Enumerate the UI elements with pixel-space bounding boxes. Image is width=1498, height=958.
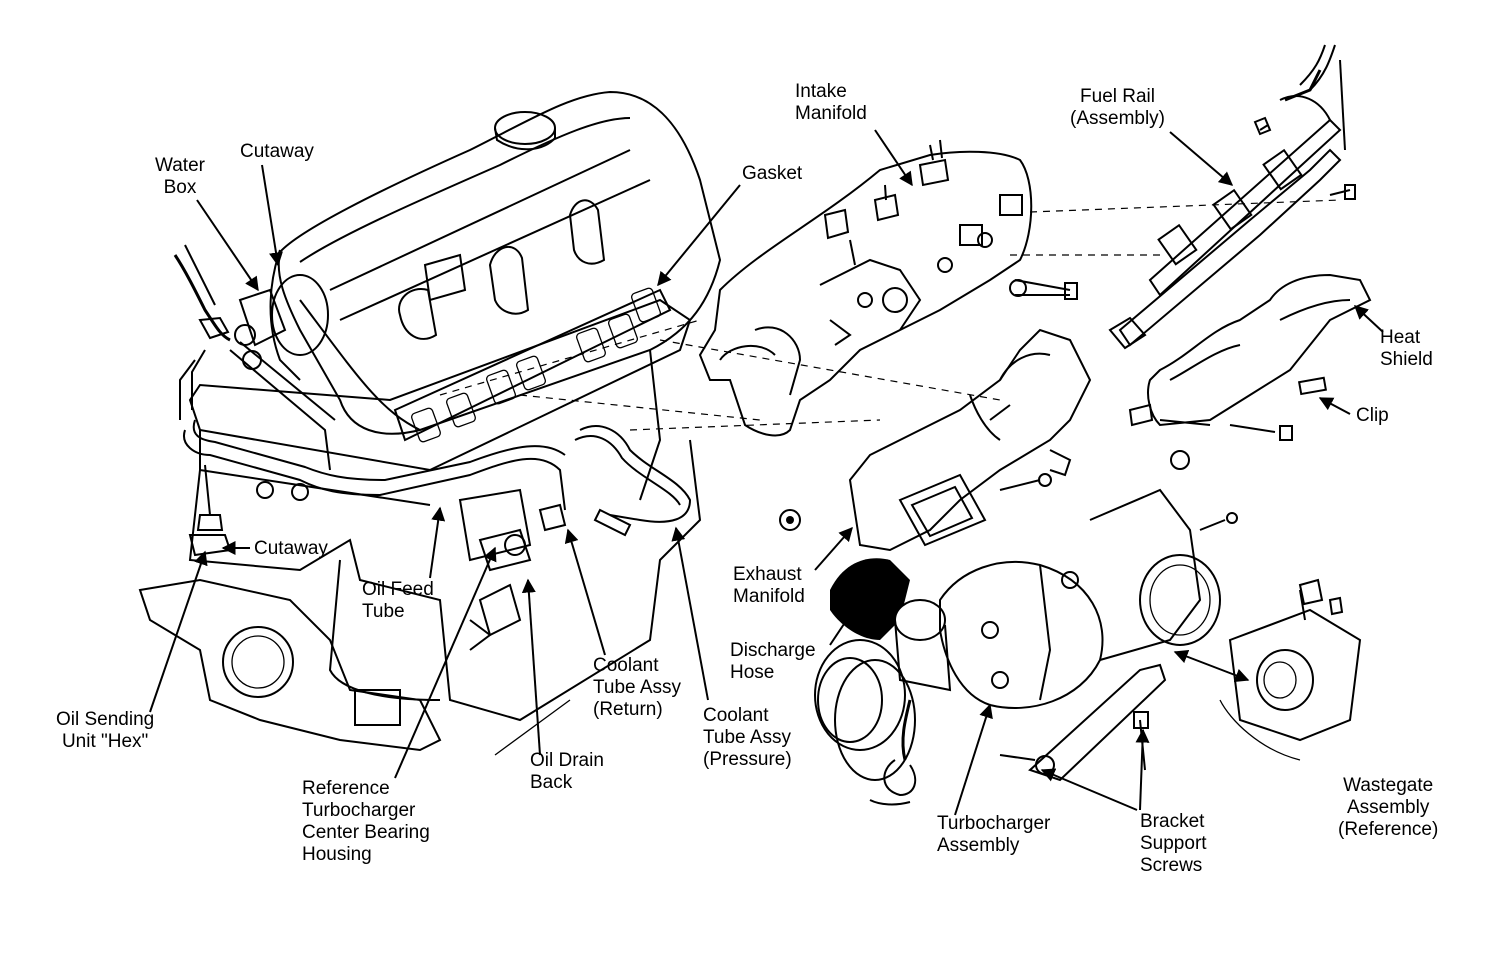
engine-block [138,90,1001,752]
turbocharger-assembly [814,473,1238,806]
label-fuel-rail: Fuel Rail(Assembly) [1070,86,1166,129]
label-cutaway-top: Cutaway [240,141,314,162]
leader-lines [149,129,1384,816]
heat-shield [1128,273,1372,441]
intake-manifold [698,139,1341,437]
fuel-rail-assembly [1108,44,1356,350]
label-gasket: Gasket [742,163,803,184]
wastegate-assembly [1219,578,1362,761]
label-cutaway-lower: Cutaway [254,538,328,559]
exhaust-manifold [779,328,1190,552]
label-clip: Clip [1356,405,1389,426]
